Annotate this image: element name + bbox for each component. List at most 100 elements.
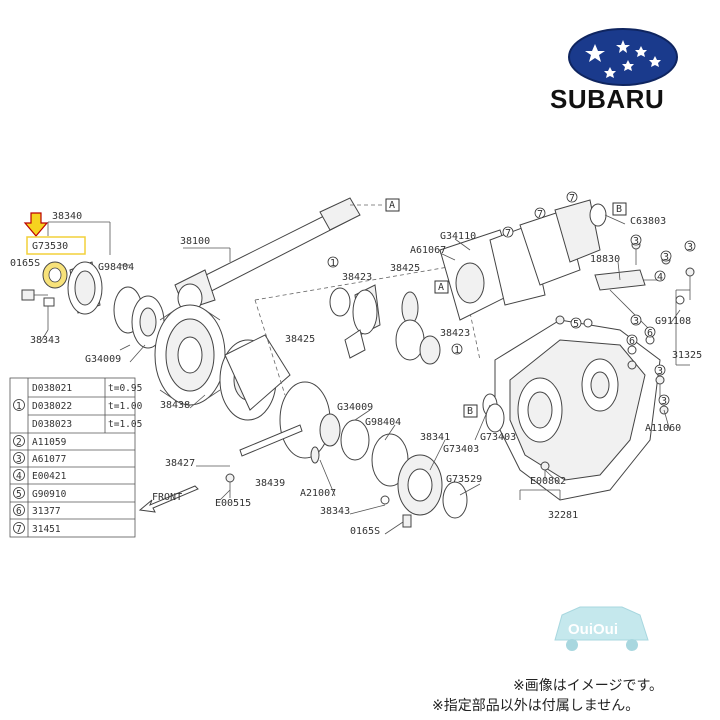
circled-ref-7c: 7 [566, 191, 578, 204]
circled-ref-3f: 3 [630, 314, 642, 327]
svg-text:4: 4 [657, 272, 663, 283]
label-38425-top: 38425 [390, 263, 420, 274]
label-g73403-b: G73403 [443, 444, 479, 455]
label-38423-top: 38423 [342, 272, 372, 283]
pinion-gear-set [254, 264, 481, 396]
table-r8-part: 31377 [32, 506, 61, 517]
label-g98404-left: G98404 [98, 262, 134, 273]
note-image-only: ※画像はイメージです。 [513, 678, 663, 694]
svg-text:3: 3 [661, 396, 667, 407]
svg-text:2: 2 [16, 437, 22, 448]
subaru-logo: SUBARU [550, 28, 678, 114]
ouioui-watermark-logo: OuiOui [554, 606, 649, 651]
label-e00802: E00802 [530, 476, 566, 487]
differential-case-38439 [219, 334, 468, 528]
circled-ref-6a: 6 [626, 334, 638, 347]
ring-gear-38438 [154, 304, 226, 406]
parts-table: 1 D038021 t=0.95 D038022 t=1.00 D038023 … [9, 377, 143, 538]
table-r1-part: D038021 [32, 383, 72, 394]
svg-text:3: 3 [687, 242, 693, 253]
circled-ref-1b: 1 [451, 343, 463, 356]
label-38340: 38340 [52, 211, 82, 222]
table-r4-part: A11059 [32, 437, 67, 448]
reference-box-b-mid: B [463, 404, 478, 418]
brand-wordmark: SUBARU [550, 84, 664, 114]
table-r9-part: 31451 [32, 524, 61, 535]
circled-ref-6b: 6 [644, 326, 656, 339]
label-38100: 38100 [180, 236, 210, 247]
label-g91108: G91108 [655, 316, 691, 327]
reference-box-a-top: A [385, 198, 400, 212]
circled-ref-7a: 7 [502, 226, 514, 239]
highlight-box [26, 236, 86, 255]
svg-text:3: 3 [657, 366, 663, 377]
svg-text:3: 3 [633, 316, 639, 327]
table-r2-spec: t=1.00 [108, 401, 143, 412]
circled-ref-3e: 3 [658, 394, 670, 407]
label-e00515: E00515 [215, 498, 251, 509]
svg-text:6: 6 [629, 336, 635, 347]
label-38423-mid: 38423 [440, 328, 470, 339]
differential-housing-32281 [439, 199, 695, 501]
circled-ref-3b: 3 [660, 250, 672, 263]
label-c63803: C63803 [630, 216, 666, 227]
table-r3-spec: t=1.05 [108, 419, 142, 430]
reference-box-a-mid: A [434, 280, 449, 294]
svg-text:A: A [389, 200, 395, 211]
svg-text:1: 1 [454, 345, 460, 356]
label-0165s-bottom: 0165S [350, 526, 380, 537]
circled-ref-3a: 3 [630, 234, 642, 247]
table-r3-part: D038023 [32, 419, 72, 430]
label-32281: 32281 [548, 510, 578, 521]
svg-text:6: 6 [16, 506, 22, 517]
front-arrow-icon [138, 485, 199, 513]
label-a21007: A21007 [300, 488, 336, 499]
circled-ref-5: 5 [570, 317, 582, 330]
svg-text:4: 4 [16, 471, 22, 482]
drive-pinion-shaft-38100 [174, 197, 385, 313]
label-a11060: A11060 [645, 423, 681, 434]
table-r2-part: D038022 [32, 401, 72, 412]
label-38343-bottom: 38343 [320, 506, 350, 517]
table-r6-part: E00421 [32, 471, 67, 482]
svg-text:5: 5 [16, 489, 22, 500]
table-r5-part: A61077 [32, 454, 66, 465]
svg-text:3: 3 [663, 252, 669, 263]
circled-ref-3d: 3 [654, 364, 666, 377]
label-38343-left: 38343 [30, 335, 60, 346]
label-38427: 38427 [165, 458, 195, 469]
label-g34009-left: G34009 [85, 354, 121, 365]
svg-text:7: 7 [505, 228, 511, 239]
svg-text:3: 3 [633, 236, 639, 247]
svg-text:1: 1 [330, 258, 336, 269]
svg-text:B: B [616, 204, 622, 215]
reference-box-b-top: B [612, 202, 627, 216]
bearing-assembly-38340 [21, 221, 165, 351]
label-0165s-left: 0165S [10, 258, 40, 269]
circled-ref-7b: 7 [534, 207, 546, 220]
label-front: FRONT [152, 492, 182, 503]
svg-text:A: A [438, 282, 444, 293]
table-r7-part: G90910 [32, 489, 67, 500]
svg-text:7: 7 [569, 193, 575, 204]
svg-text:7: 7 [16, 524, 22, 535]
label-a61067: A61067 [410, 245, 446, 256]
label-g73529: G73529 [446, 474, 482, 485]
note-only-specified-parts: ※指定部品以外は付属しません。 [432, 698, 639, 714]
highlight-arrow-icon [23, 212, 49, 237]
label-g73403-a: G73403 [480, 432, 516, 443]
watermark-text: OuiOui [568, 621, 618, 638]
label-38425-mid: 38425 [285, 334, 315, 345]
svg-text:B: B [467, 406, 473, 417]
svg-text:5: 5 [573, 319, 579, 330]
label-g34110: G34110 [440, 231, 476, 242]
svg-text:1: 1 [16, 401, 22, 412]
label-38438: 38438 [160, 400, 190, 411]
label-g34009-mid: G34009 [337, 402, 373, 413]
svg-text:3: 3 [16, 454, 22, 465]
label-38341: 38341 [420, 432, 450, 443]
table-r1-spec: t=0.95 [108, 383, 142, 394]
label-31325: 31325 [672, 350, 702, 361]
